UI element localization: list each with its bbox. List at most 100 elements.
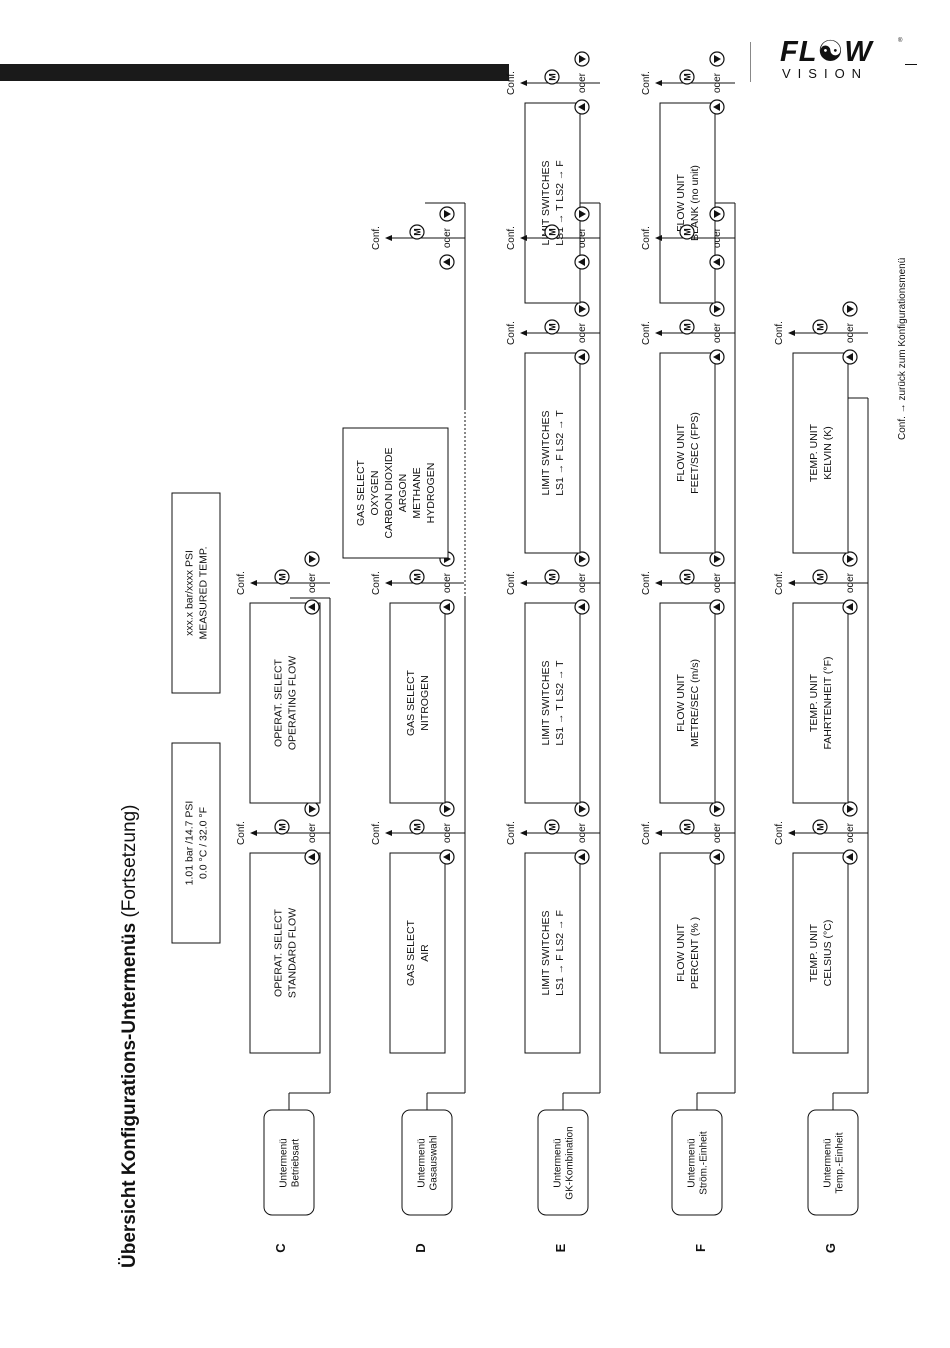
m-key-label: M — [413, 228, 423, 236]
down-triangle — [579, 305, 586, 313]
arrow-head — [520, 830, 527, 836]
m-key-icon — [679, 69, 695, 85]
arrow-head — [385, 830, 392, 836]
option-display-text: LIMIT SWITCHES — [540, 411, 552, 496]
page-title-bold: Übersicht Konfigurations-Untermenüs — [119, 923, 140, 1268]
sub-display-text: xxx.x bar/xxxx PSI — [184, 550, 196, 636]
oder-label: oder — [577, 322, 588, 343]
submenu-label: GK-Kombination — [565, 1126, 576, 1199]
down-triangle — [579, 805, 586, 813]
conf-label: Conf. — [641, 71, 652, 95]
option-display-box — [792, 852, 849, 1054]
option-display-text: TEMP. UNIT — [808, 423, 820, 482]
option-display-box — [659, 852, 716, 1054]
m-key-icon — [812, 819, 828, 835]
m-key-icon — [812, 569, 828, 585]
down-triangle — [714, 305, 721, 313]
arrow-head — [788, 330, 795, 336]
m-key-label: M — [816, 323, 826, 331]
submenu-label: Untermenü — [823, 1138, 834, 1187]
m-key-icon — [274, 569, 290, 585]
option-display-box — [389, 852, 446, 1054]
m-key-icon — [274, 819, 290, 835]
m-key-icon — [812, 319, 828, 335]
option-display-text: LS1 → F LS2 → F — [554, 910, 566, 996]
section-letter: F — [693, 1244, 708, 1252]
arrow-head — [788, 830, 795, 836]
oder-label: oder — [577, 72, 588, 93]
conf-label: Conf. — [371, 571, 382, 595]
down-triangle — [444, 805, 451, 813]
submenu-label: Gasauswahl — [429, 1135, 440, 1190]
option-display-box — [524, 102, 581, 304]
conf-label: Conf. — [236, 571, 247, 595]
m-key-label: M — [278, 573, 288, 581]
option-display-box — [792, 602, 849, 804]
down-triangle — [847, 305, 854, 313]
down-triangle — [714, 55, 721, 63]
option-display-text: LS1 → T LS2 → T — [554, 660, 566, 746]
m-key-icon — [679, 224, 695, 240]
option-display-text: KELVIN (K) — [822, 426, 834, 479]
conf-label: Conf. — [641, 321, 652, 345]
m-key-label: M — [278, 823, 288, 831]
up-triangle — [578, 353, 585, 361]
oder-label: oder — [307, 822, 318, 843]
option-display-text: METRE/SEC (m/s) — [689, 659, 701, 747]
option-display-box — [249, 852, 321, 1054]
conf-label: Conf. — [506, 571, 517, 595]
conf-label: Conf. — [506, 71, 517, 95]
oder-label: oder — [845, 822, 856, 843]
conf-label: Conf. — [236, 821, 247, 845]
m-key-label: M — [683, 73, 693, 81]
arrow-head — [788, 580, 795, 586]
m-key-label: M — [548, 228, 558, 236]
m-key-icon — [544, 319, 560, 335]
page-title: Übersicht Konfigurations-Untermenüs (For… — [119, 805, 140, 1268]
submenu-label: Untermenü — [553, 1138, 564, 1187]
m-key-label: M — [413, 573, 423, 581]
oder-label: oder — [307, 572, 318, 593]
m-key-label: M — [548, 323, 558, 331]
option-display-text: OPERAT. SELECT — [273, 658, 285, 746]
m-key-label: M — [683, 573, 693, 581]
m-key-label: M — [548, 73, 558, 81]
m-key-label: M — [816, 823, 826, 831]
option-display-text: FLOW UNIT — [675, 924, 687, 982]
down-triangle — [714, 805, 721, 813]
arrow-head — [655, 830, 662, 836]
arrow-head — [385, 580, 392, 586]
oder-label: oder — [712, 822, 723, 843]
conf-label: Conf. — [641, 571, 652, 595]
down-triangle — [579, 55, 586, 63]
option-display-box — [249, 602, 321, 804]
conf-label: Conf. — [506, 321, 517, 345]
oder-label: oder — [577, 822, 588, 843]
conf-label: Conf. — [506, 821, 517, 845]
down-triangle — [579, 555, 586, 563]
m-key-icon — [409, 224, 425, 240]
option-display-text: TEMP. UNIT — [808, 923, 820, 982]
conf-label: Conf. — [371, 821, 382, 845]
option-display-text: OPERAT. SELECT — [273, 908, 285, 996]
up-triangle — [578, 853, 585, 861]
submenu-label: Betriebsart — [291, 1139, 302, 1188]
up-triangle — [713, 603, 720, 611]
m-key-label: M — [683, 228, 693, 236]
m-key-icon — [544, 819, 560, 835]
up-triangle — [846, 603, 853, 611]
down-triangle — [579, 210, 586, 218]
m-key-icon — [544, 69, 560, 85]
option-display-text: METHANE — [411, 467, 423, 518]
sub-display-text: 1.01 bar /14.7 PSI — [184, 801, 196, 886]
footnote: Conf. → zurück zum Konfigurationsmenü — [897, 258, 908, 440]
oder-label: oder — [577, 227, 588, 248]
up-triangle — [443, 603, 450, 611]
up-triangle — [713, 258, 720, 266]
up-triangle — [713, 353, 720, 361]
m-key-label: M — [683, 823, 693, 831]
option-display-box — [659, 352, 716, 554]
oder-label: oder — [577, 572, 588, 593]
arrow-head — [520, 330, 527, 336]
